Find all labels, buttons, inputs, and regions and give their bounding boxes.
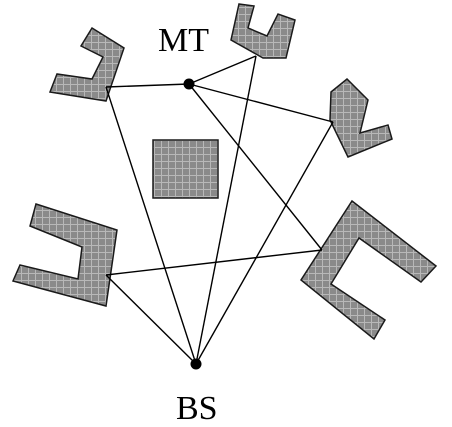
ray-topleft-bs: [105, 86, 197, 365]
ray-top-bs: [195, 55, 257, 365]
mobile-terminal-node: [183, 78, 195, 90]
ray-left-bs: [105, 274, 197, 365]
mobile-terminal-label: MT: [158, 22, 209, 59]
propagation-paths: [105, 55, 334, 365]
reflector-top-left: [48, 26, 125, 102]
reflector-bottom-right: [300, 199, 438, 341]
ray-mt-topleft: [105, 83, 190, 88]
central-obstacle: [152, 139, 219, 199]
reflector-top: [230, 3, 296, 59]
ray-mt-top: [188, 55, 257, 85]
ray-right-bs: [195, 121, 334, 365]
ray-mt-bottomright: [188, 83, 323, 251]
reflector-right: [329, 77, 393, 158]
reflector-left: [11, 203, 118, 307]
base-station-node: [190, 358, 202, 370]
ray-mt-right: [188, 83, 334, 123]
base-station-label: BS: [176, 390, 218, 427]
ray-bottomright-left: [105, 249, 323, 276]
